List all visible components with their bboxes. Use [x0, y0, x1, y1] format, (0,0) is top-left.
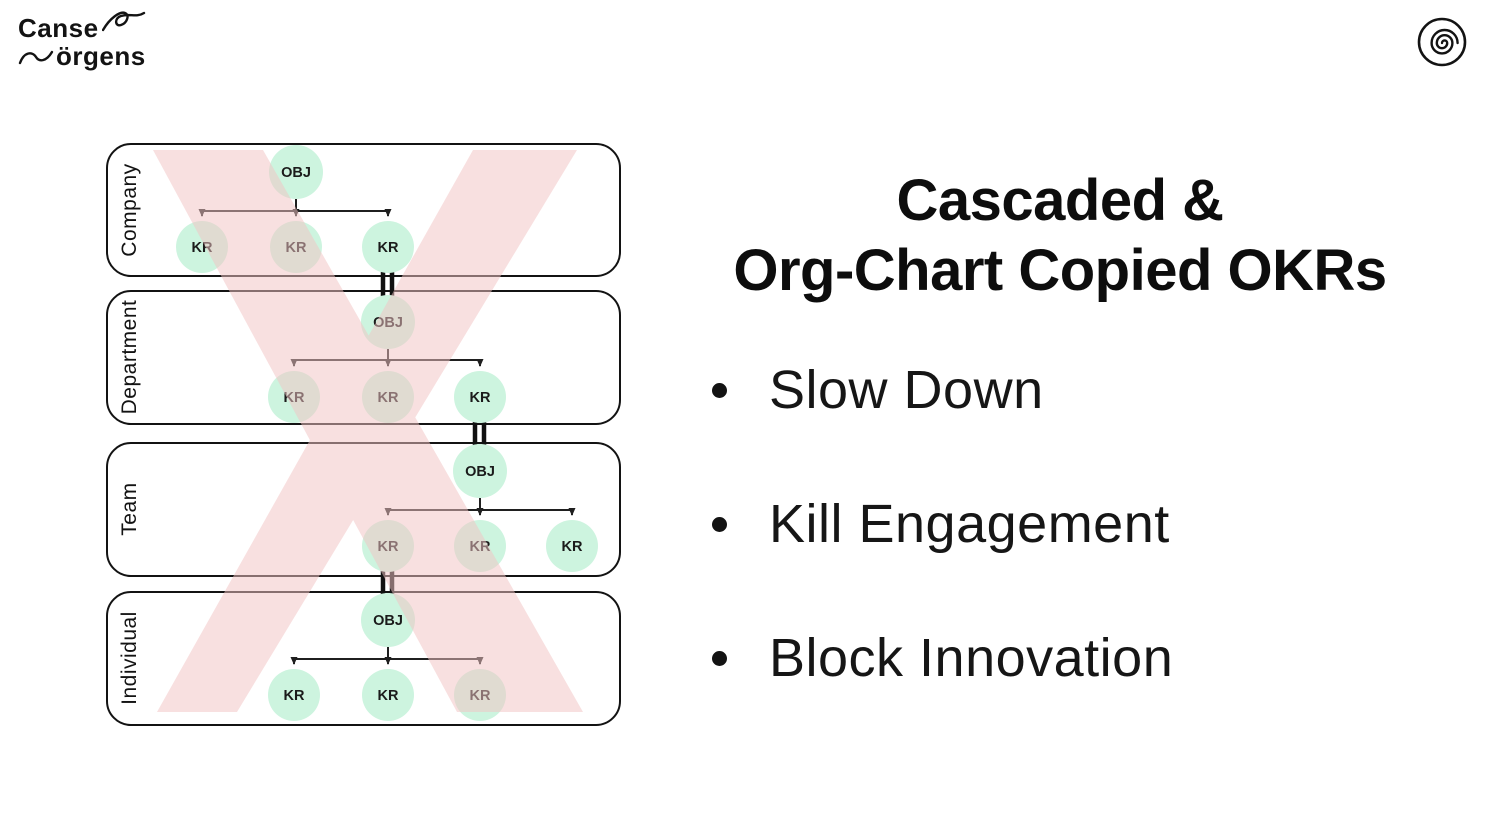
- bullet-item-block-innovation: Block Innovation: [712, 620, 1173, 696]
- crossed-out-x-overlay: [153, 150, 583, 712]
- bullet-item-slow-down: Slow Down: [712, 352, 1173, 428]
- bullet-list: Slow Down Kill Engagement Block Innovati…: [712, 352, 1173, 754]
- kr-node-label: KR: [378, 688, 399, 704]
- kr-node: [268, 669, 320, 721]
- obj-node: [453, 444, 507, 498]
- bullet-dot: [712, 650, 727, 666]
- brand-line-1: Canse: [18, 11, 146, 43]
- kr-node: [546, 520, 598, 572]
- slide-title-line-1: Cascaded &: [896, 168, 1224, 233]
- obj-node-label: OBJ: [281, 165, 311, 181]
- bullet-text: Block Innovation: [769, 628, 1174, 688]
- obj-node-label: OBJ: [465, 464, 495, 480]
- brand-line-2: örgens: [18, 42, 146, 70]
- brand-text-canse: Canse: [18, 13, 99, 43]
- company-label: Company: [118, 163, 141, 256]
- kr-node: [362, 669, 414, 721]
- okr-cascade-diagram: Company Department Team Individual: [106, 143, 621, 726]
- obj-node-label: OBJ: [373, 613, 403, 629]
- brand-text-orgens: örgens: [56, 41, 146, 71]
- bullet-dot: [712, 382, 727, 398]
- slide-title-line-2: Org-Chart Copied OKRs: [733, 238, 1387, 303]
- kr-node: [454, 371, 506, 423]
- kr-node-label: KR: [378, 240, 399, 256]
- level-labels: Company Department Team Individual: [118, 163, 141, 705]
- spiral-icon: [1416, 16, 1468, 68]
- cursive-swash-icon: [18, 50, 54, 65]
- bullet-text: Kill Engagement: [769, 494, 1170, 554]
- kr-node-label: KR: [470, 390, 491, 406]
- cursive-loop-icon: [101, 11, 145, 32]
- bullet-text: Slow Down: [769, 360, 1044, 420]
- bullet-item-kill-engagement: Kill Engagement: [712, 486, 1173, 562]
- bullet-dot: [712, 516, 727, 532]
- department-label: Department: [118, 300, 141, 415]
- kr-node-label: KR: [562, 539, 583, 555]
- team-label: Team: [118, 482, 141, 535]
- kr-node-label: KR: [284, 688, 305, 704]
- brand-logo: Canse örgens: [18, 11, 146, 70]
- individual-label: Individual: [118, 611, 141, 705]
- kr-node: [362, 221, 414, 273]
- slide-title: Cascaded & Org-Chart Copied OKRs: [670, 166, 1450, 306]
